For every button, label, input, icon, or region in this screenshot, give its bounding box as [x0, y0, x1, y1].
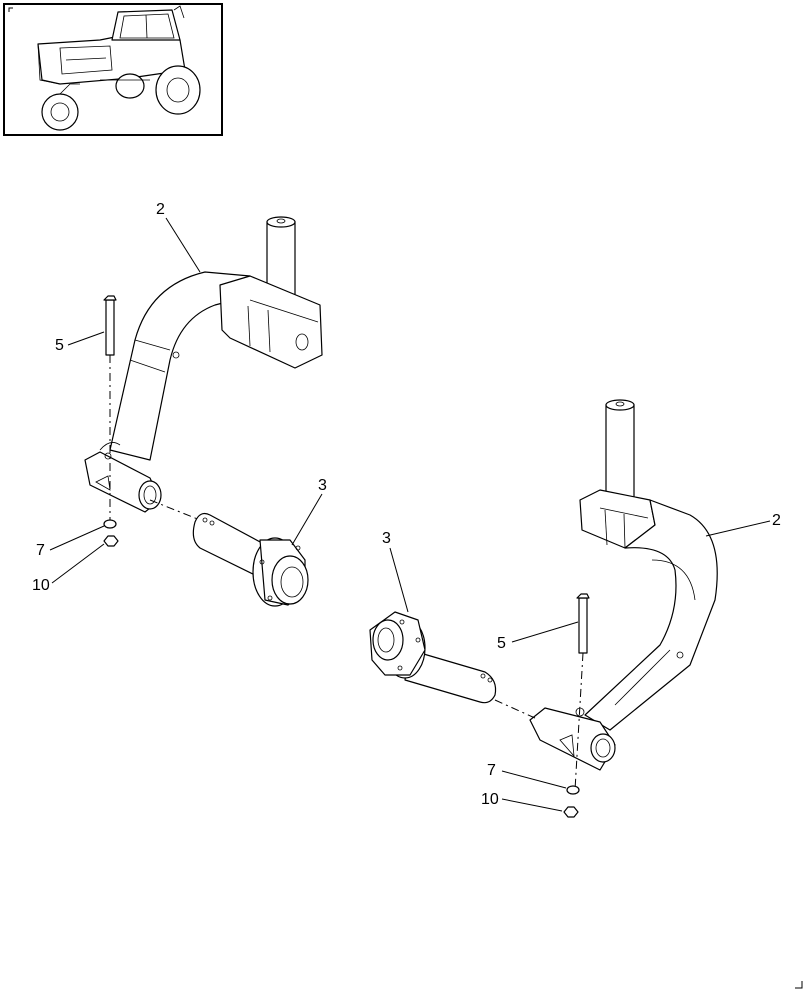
callout-left-bolt: 5 — [55, 337, 64, 354]
right-hub-axle — [369, 611, 536, 719]
corner-mark — [795, 981, 803, 989]
callout-left-hub: 3 — [318, 477, 327, 494]
callout-right-nut: 10 — [481, 791, 499, 808]
callout-left-washer: 7 — [36, 542, 45, 559]
callout-left-arm: 2 — [156, 201, 165, 218]
right-bolt — [574, 593, 590, 791]
left-bolt — [103, 295, 117, 520]
callouts: 2 5 3 7 10 2 3 5 7 10 — [32, 201, 781, 812]
left-assembly — [84, 216, 323, 607]
right-suspension-arm — [529, 399, 718, 771]
right-washer — [566, 785, 580, 795]
left-washer — [103, 519, 117, 529]
machine-thumbnail — [3, 3, 223, 136]
left-nut — [103, 535, 119, 547]
callout-left-nut: 10 — [32, 577, 50, 594]
callout-right-hub: 3 — [382, 530, 391, 547]
callout-right-arm: 2 — [772, 512, 781, 529]
callout-right-washer: 7 — [487, 762, 496, 779]
left-suspension-arm — [84, 216, 323, 513]
right-assembly — [369, 399, 718, 818]
callout-right-bolt: 5 — [497, 635, 506, 652]
left-hub-axle — [149, 499, 309, 607]
right-nut — [563, 806, 579, 818]
